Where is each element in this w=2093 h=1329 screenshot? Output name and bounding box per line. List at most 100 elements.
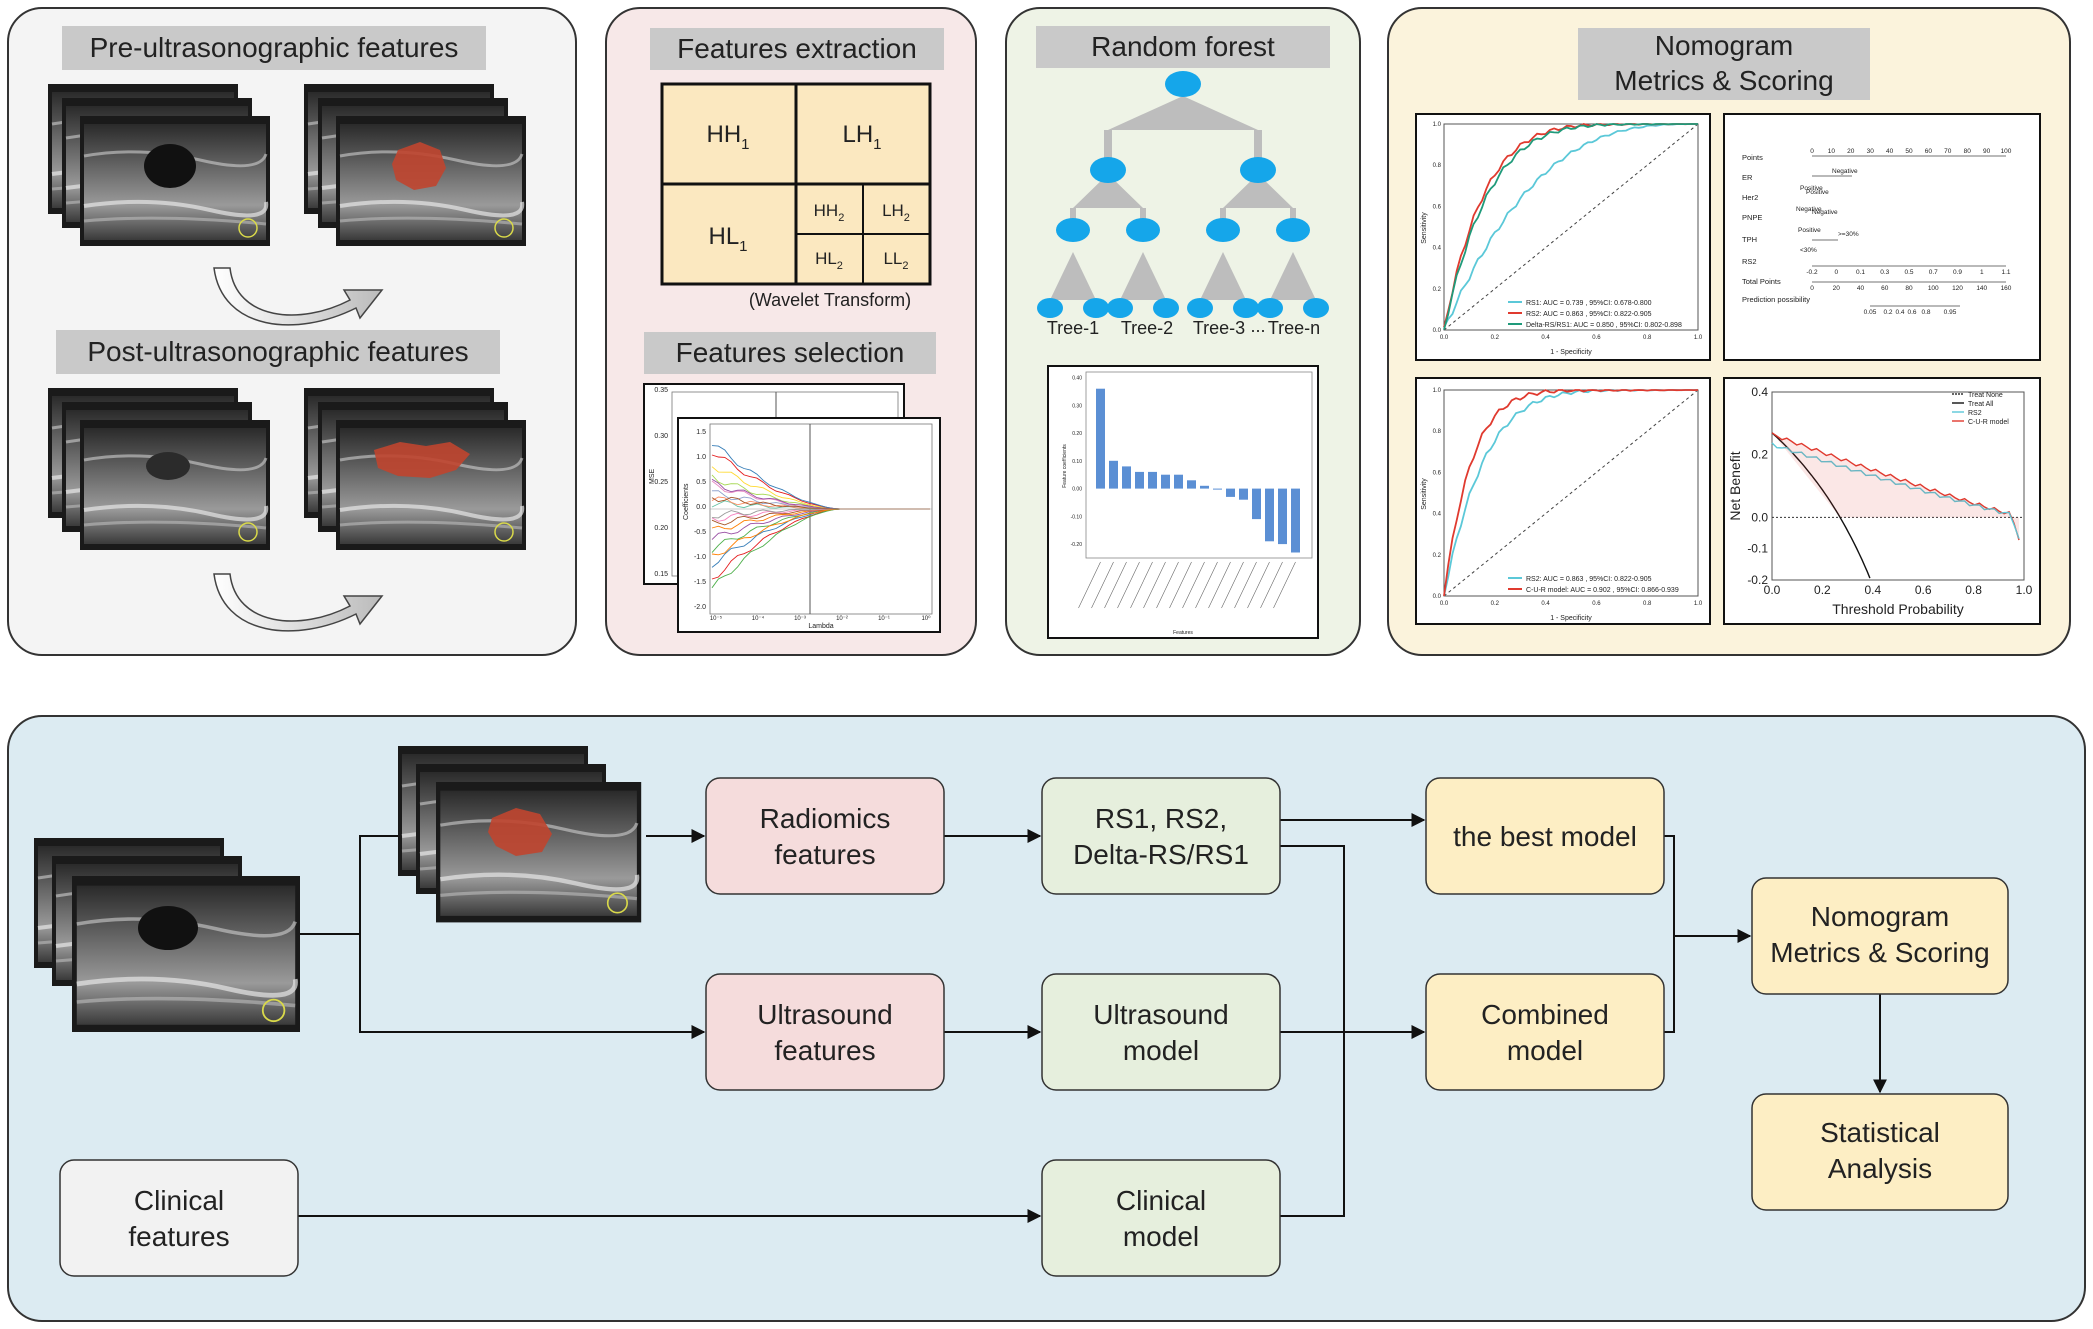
roc1-ylabel: Sensitivity xyxy=(1421,212,1428,244)
importance-xlabel-stub xyxy=(1078,561,1101,609)
dca-xlabel: Threshold Probability xyxy=(1832,601,1964,617)
roc-xtick: 0.6 xyxy=(1592,335,1601,341)
extraction-title-bar xyxy=(650,28,944,70)
importance-xlabel-stub xyxy=(1104,561,1127,609)
tree-label: Tree-n xyxy=(1268,318,1320,338)
box-statistical-analysis: Statistical Analysis xyxy=(1751,1093,2009,1211)
lasso-path xyxy=(711,496,930,510)
nomogram-total-tick: 20 xyxy=(1833,285,1841,292)
importance-xlabel-stub xyxy=(1260,561,1283,609)
roc-ytick: 0.6 xyxy=(1433,204,1442,210)
nomogram-row-label: Prediction possibility xyxy=(1742,295,1810,304)
nomogram-total-tick: 100 xyxy=(1928,285,1939,292)
selection-title: Features selection xyxy=(676,337,905,368)
box-rs-models-line2: Delta-RS/RS1 xyxy=(1073,839,1249,870)
roc-plot-1: 0.00.00.20.20.40.40.60.60.80.81.01.0 Sen… xyxy=(1415,113,1711,361)
lasso-path xyxy=(711,508,930,580)
importance-xlabel-stub xyxy=(1208,561,1231,609)
roc-ytick: 0.8 xyxy=(1433,429,1442,435)
roc-xtick: 0.4 xyxy=(1541,601,1550,607)
nomogram-label: >=30% xyxy=(1838,231,1859,238)
nomogram-row-label: ER xyxy=(1742,173,1753,182)
nomogram-points-tick: 40 xyxy=(1886,148,1894,155)
box-statistical-line2: Analysis xyxy=(1828,1153,1932,1184)
coef-xtick: 10⁻¹ xyxy=(878,616,890,622)
coef-ylabel: Coefficients xyxy=(683,483,690,520)
nomogram-title-bar xyxy=(1578,28,1870,100)
nomogram-points-tick: 100 xyxy=(2001,148,2012,155)
nomogram-rs2-tick: 1 xyxy=(1980,269,1984,276)
extraction-title: Features extraction xyxy=(677,33,917,64)
dca-xtick: 0.6 xyxy=(1915,583,1932,597)
roc-xtick: 1.0 xyxy=(1694,335,1703,341)
box-radiomics-line1: Radiomics xyxy=(760,803,891,834)
dca-ytick: -0.2 xyxy=(1747,573,1768,587)
nomogram-total-tick: 40 xyxy=(1857,285,1865,292)
importance-bar xyxy=(1135,471,1144,489)
importance-xlabel-stub xyxy=(1221,561,1244,609)
importance-ytick: 0.30 xyxy=(1072,403,1082,409)
coef-xtick: 10⁻³ xyxy=(794,616,806,622)
box-nomogram: Nomogram Metrics & Scoring xyxy=(1751,877,2009,995)
coef-xtick: 10⁻⁴ xyxy=(752,615,765,622)
pre-us-image-stack-left xyxy=(46,82,272,248)
nomogram-row-label: RS2 xyxy=(1742,257,1757,266)
box-clinical-model-line1: Clinical xyxy=(1116,1185,1206,1216)
roc-curve xyxy=(1443,123,1698,330)
importance-bar xyxy=(1096,388,1105,489)
cell-lh2: LH2 xyxy=(882,201,910,224)
box-clinical-features: Clinical features xyxy=(59,1159,299,1277)
nomogram-total-tick: 120 xyxy=(1952,285,1963,292)
roc1-xlabel: 1 - Specificity xyxy=(1550,349,1592,356)
importance-bar xyxy=(1291,488,1300,553)
importance-xlabel-stub xyxy=(1195,561,1218,609)
lasso-path xyxy=(711,508,930,589)
importance-bar xyxy=(1174,474,1183,489)
pre-us-curved-arrow xyxy=(213,267,384,326)
importance-bar xyxy=(1265,488,1274,542)
roc-xtick: 0.8 xyxy=(1643,601,1652,607)
dca-legend-label: Treat None xyxy=(1968,392,2003,399)
importance-xlabel-stub xyxy=(1273,561,1296,609)
nomogram-points-tick: 20 xyxy=(1847,148,1855,155)
wavelet-grid xyxy=(660,82,932,286)
roc-ytick: 0.0 xyxy=(1433,328,1442,334)
roc-ytick: 0.2 xyxy=(1433,553,1442,559)
importance-xlabel-stub xyxy=(1247,561,1270,609)
nomogram-title-line1: Nomogram xyxy=(1655,30,1793,61)
nomogram-points-tick: 60 xyxy=(1925,148,1933,155)
dca-ytick: 0.0 xyxy=(1751,510,1768,524)
nomogram-label: Negative xyxy=(1812,209,1838,216)
importance-bar xyxy=(1148,471,1157,489)
dca-xtick: 1.0 xyxy=(2016,583,2033,597)
nomogram-label: Positive xyxy=(1800,185,1823,192)
cell-hl2: HL2 xyxy=(815,249,843,272)
coef-ytick: -0.5 xyxy=(694,529,706,536)
dca-xtick: 0.2 xyxy=(1814,583,1831,597)
roc-ytick: 1.0 xyxy=(1433,388,1442,394)
lesion-segmentation xyxy=(392,142,446,190)
coef-ytick: 1.0 xyxy=(696,454,706,461)
importance-bar xyxy=(1213,488,1222,490)
nomogram-row-label: Her2 xyxy=(1742,193,1758,202)
post-us-title-bar xyxy=(56,330,500,374)
nomogram-rs2-tick: 0 xyxy=(1834,269,1838,276)
wavelet-caption: (Wavelet Transform) xyxy=(749,290,911,310)
box-clinical-model-line2: model xyxy=(1123,1221,1199,1252)
roc-ytick: 0.2 xyxy=(1433,287,1442,293)
importance-bar xyxy=(1187,480,1196,489)
dca-cur-model xyxy=(1771,432,2020,541)
nomogram-prob-tick: 0.6 xyxy=(1907,309,1916,316)
dca-rs2 xyxy=(1771,442,2020,539)
roc-legend-label: RS2: AUC = 0.863 , 95%CI: 0.822-0.905 xyxy=(1526,311,1652,318)
importance-xlabel-stub xyxy=(1091,561,1114,609)
dca-xtick: 0.8 xyxy=(1965,583,1982,597)
post-us-image-stack-right xyxy=(302,386,528,552)
dca-xtick: 0.4 xyxy=(1864,583,1881,597)
post-us-title: Post-ultrasonographic features xyxy=(87,336,468,367)
dca-xtick: 0.0 xyxy=(1764,583,1781,597)
roc-xtick: 0.2 xyxy=(1491,335,1500,341)
flow-segmented-stack xyxy=(396,744,641,922)
nomogram-row-label: PNPE xyxy=(1742,213,1762,222)
